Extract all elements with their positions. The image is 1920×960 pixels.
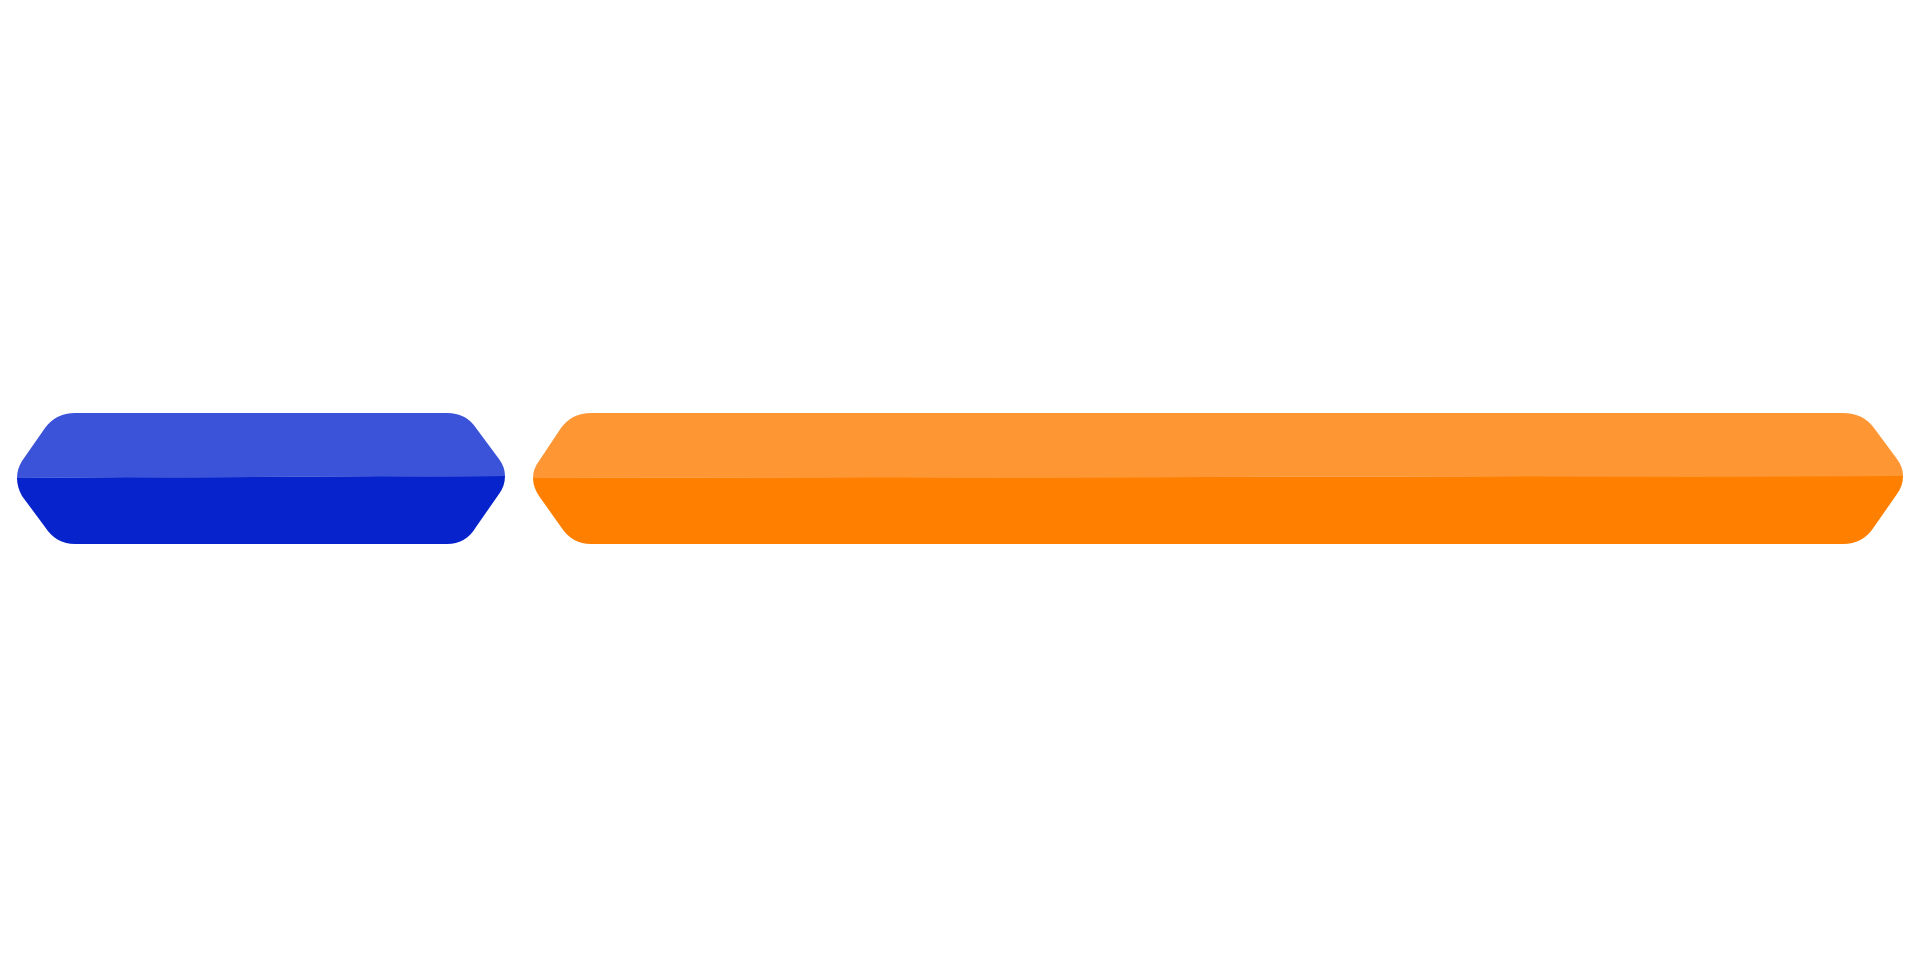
segment-blue-bottom [17,476,505,544]
segment-blue [17,413,505,544]
segment-orange-top [533,413,1903,478]
segment-orange [533,413,1903,544]
segment-blue-top [17,413,505,478]
segment-orange-bottom [533,476,1903,544]
